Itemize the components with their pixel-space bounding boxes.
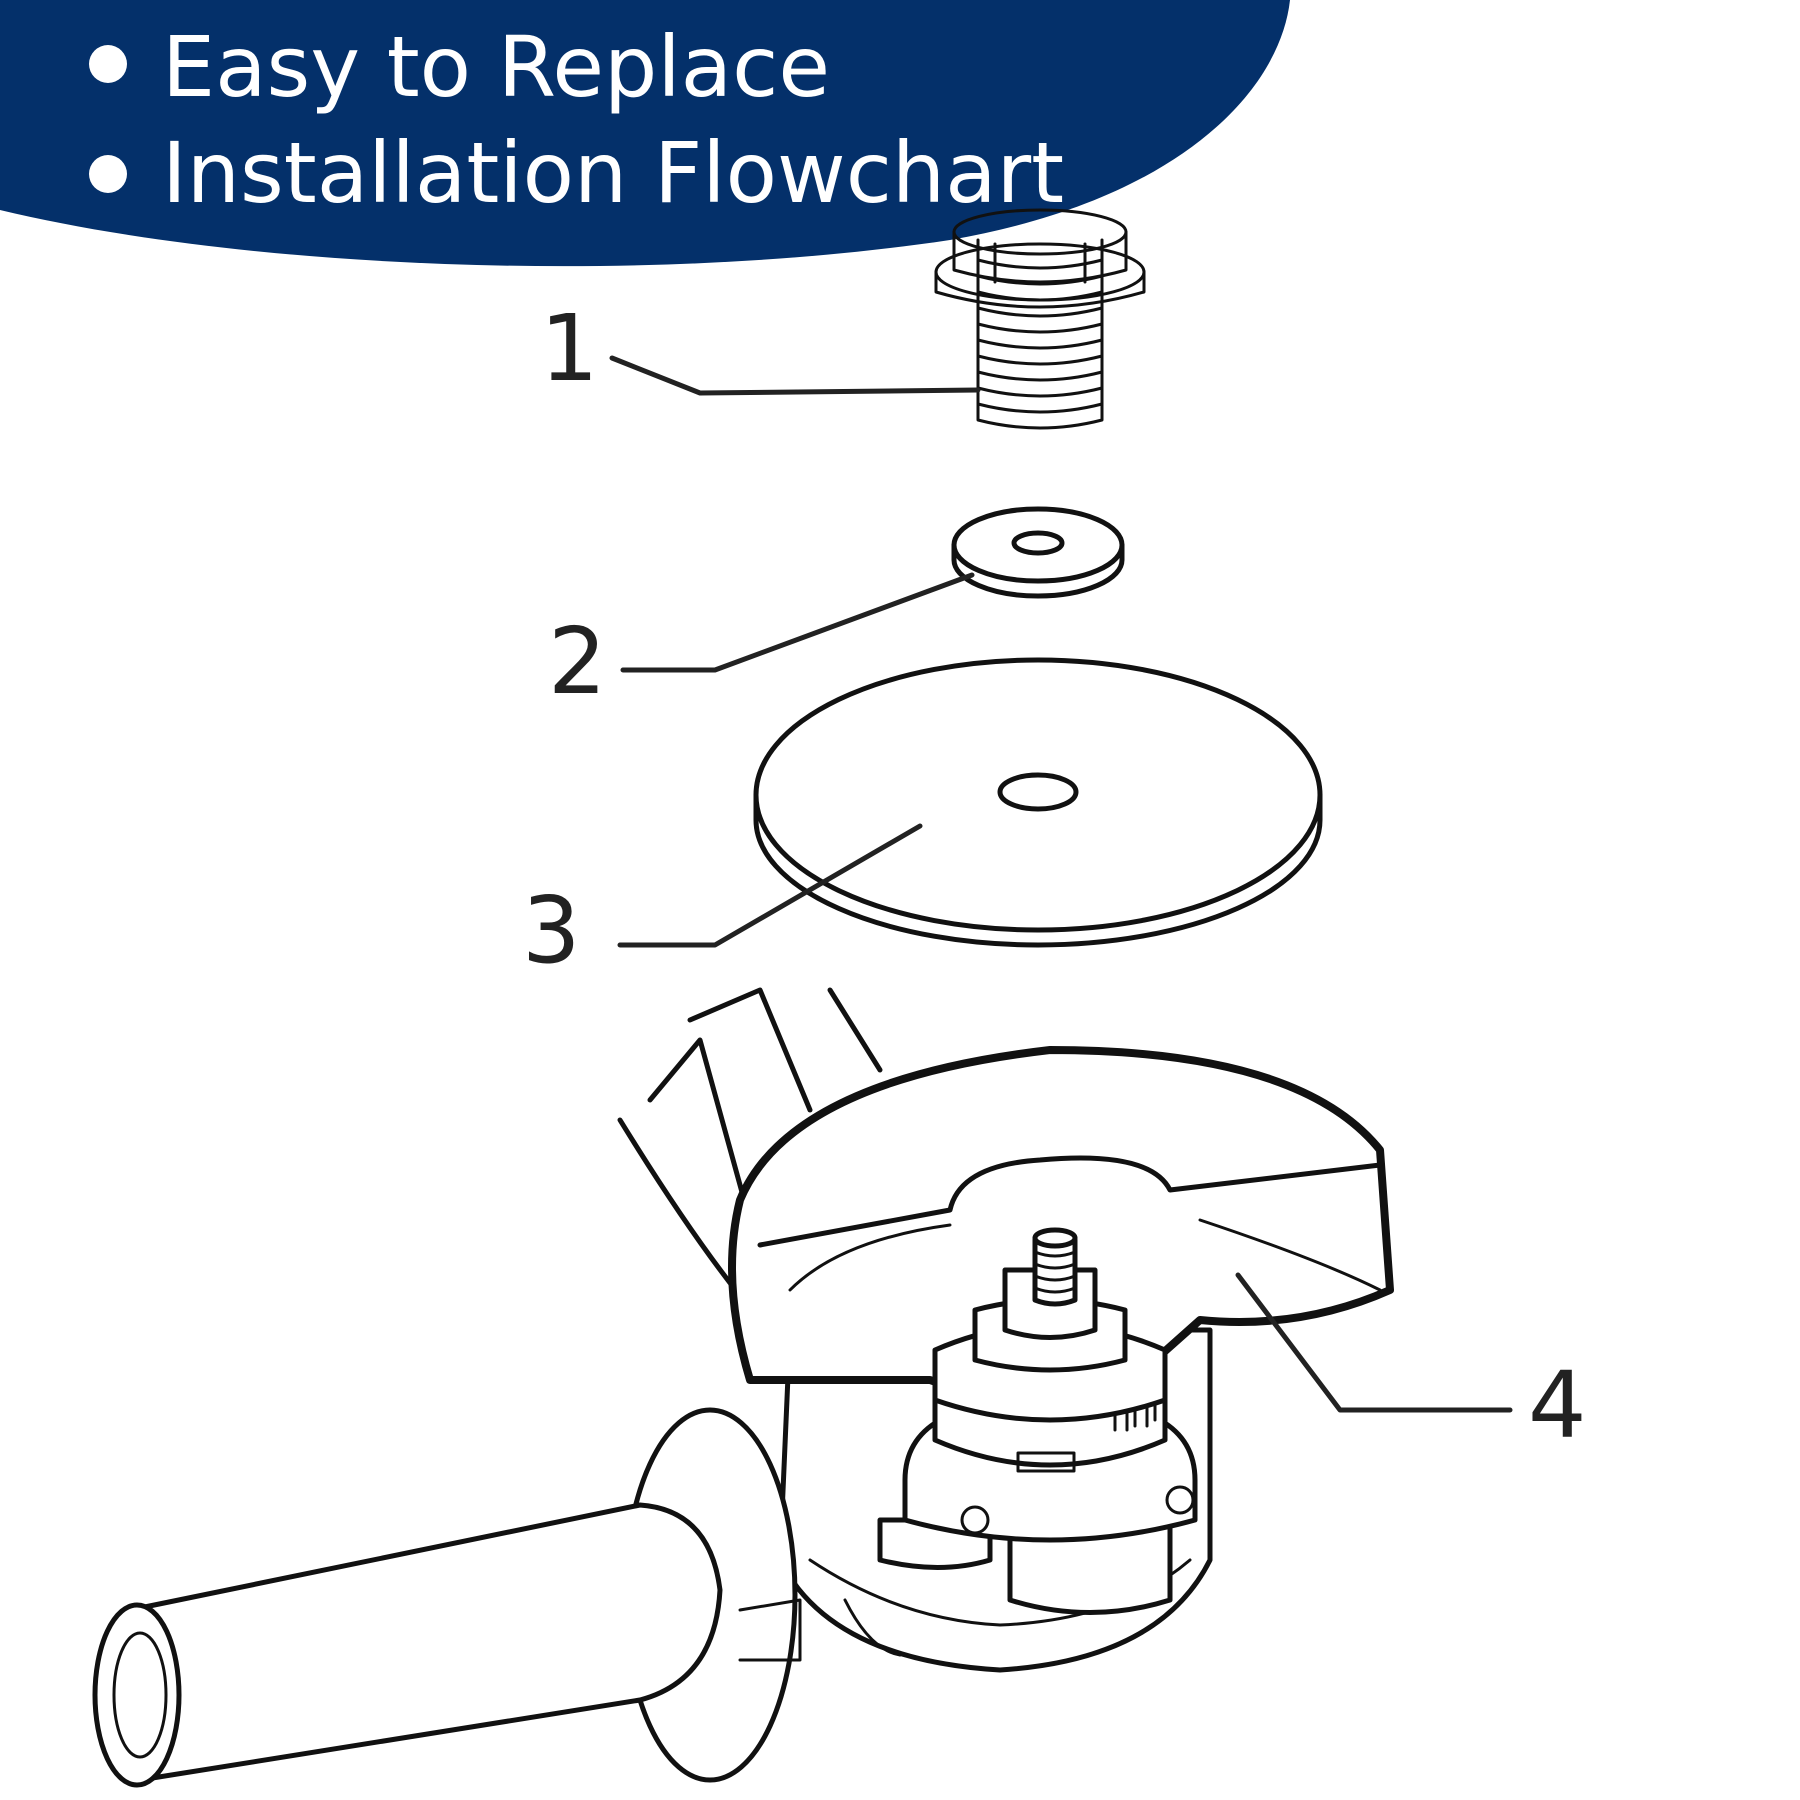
- bullet-installation-flowchart: Installation Flowchart: [162, 124, 1064, 222]
- backing-plate-icon: [753, 657, 1323, 948]
- leader-lines: [609, 355, 1513, 1413]
- bullet-dot-icon: [89, 155, 127, 193]
- banner-background: [0, 0, 1290, 267]
- leader-line-4: [1235, 1272, 1513, 1413]
- leader-line-1: [609, 355, 981, 396]
- header-banner: Easy to Replace Installation Flowchart: [0, 0, 1290, 267]
- callout-number-3: 3: [522, 877, 581, 984]
- bullet-easy-to-replace: Easy to Replace: [162, 18, 830, 116]
- flange-bolt-icon: [934, 208, 1146, 430]
- leader-line-2: [620, 572, 975, 673]
- angle-grinder-icon: [92, 987, 1394, 1788]
- bullet-dot-icon: [89, 45, 127, 83]
- callout-number-1: 1: [540, 295, 599, 402]
- washer-icon: [951, 506, 1125, 599]
- callout-number-2: 2: [548, 608, 607, 715]
- leader-line-3: [617, 823, 923, 948]
- callout-number-4: 4: [1528, 1352, 1587, 1459]
